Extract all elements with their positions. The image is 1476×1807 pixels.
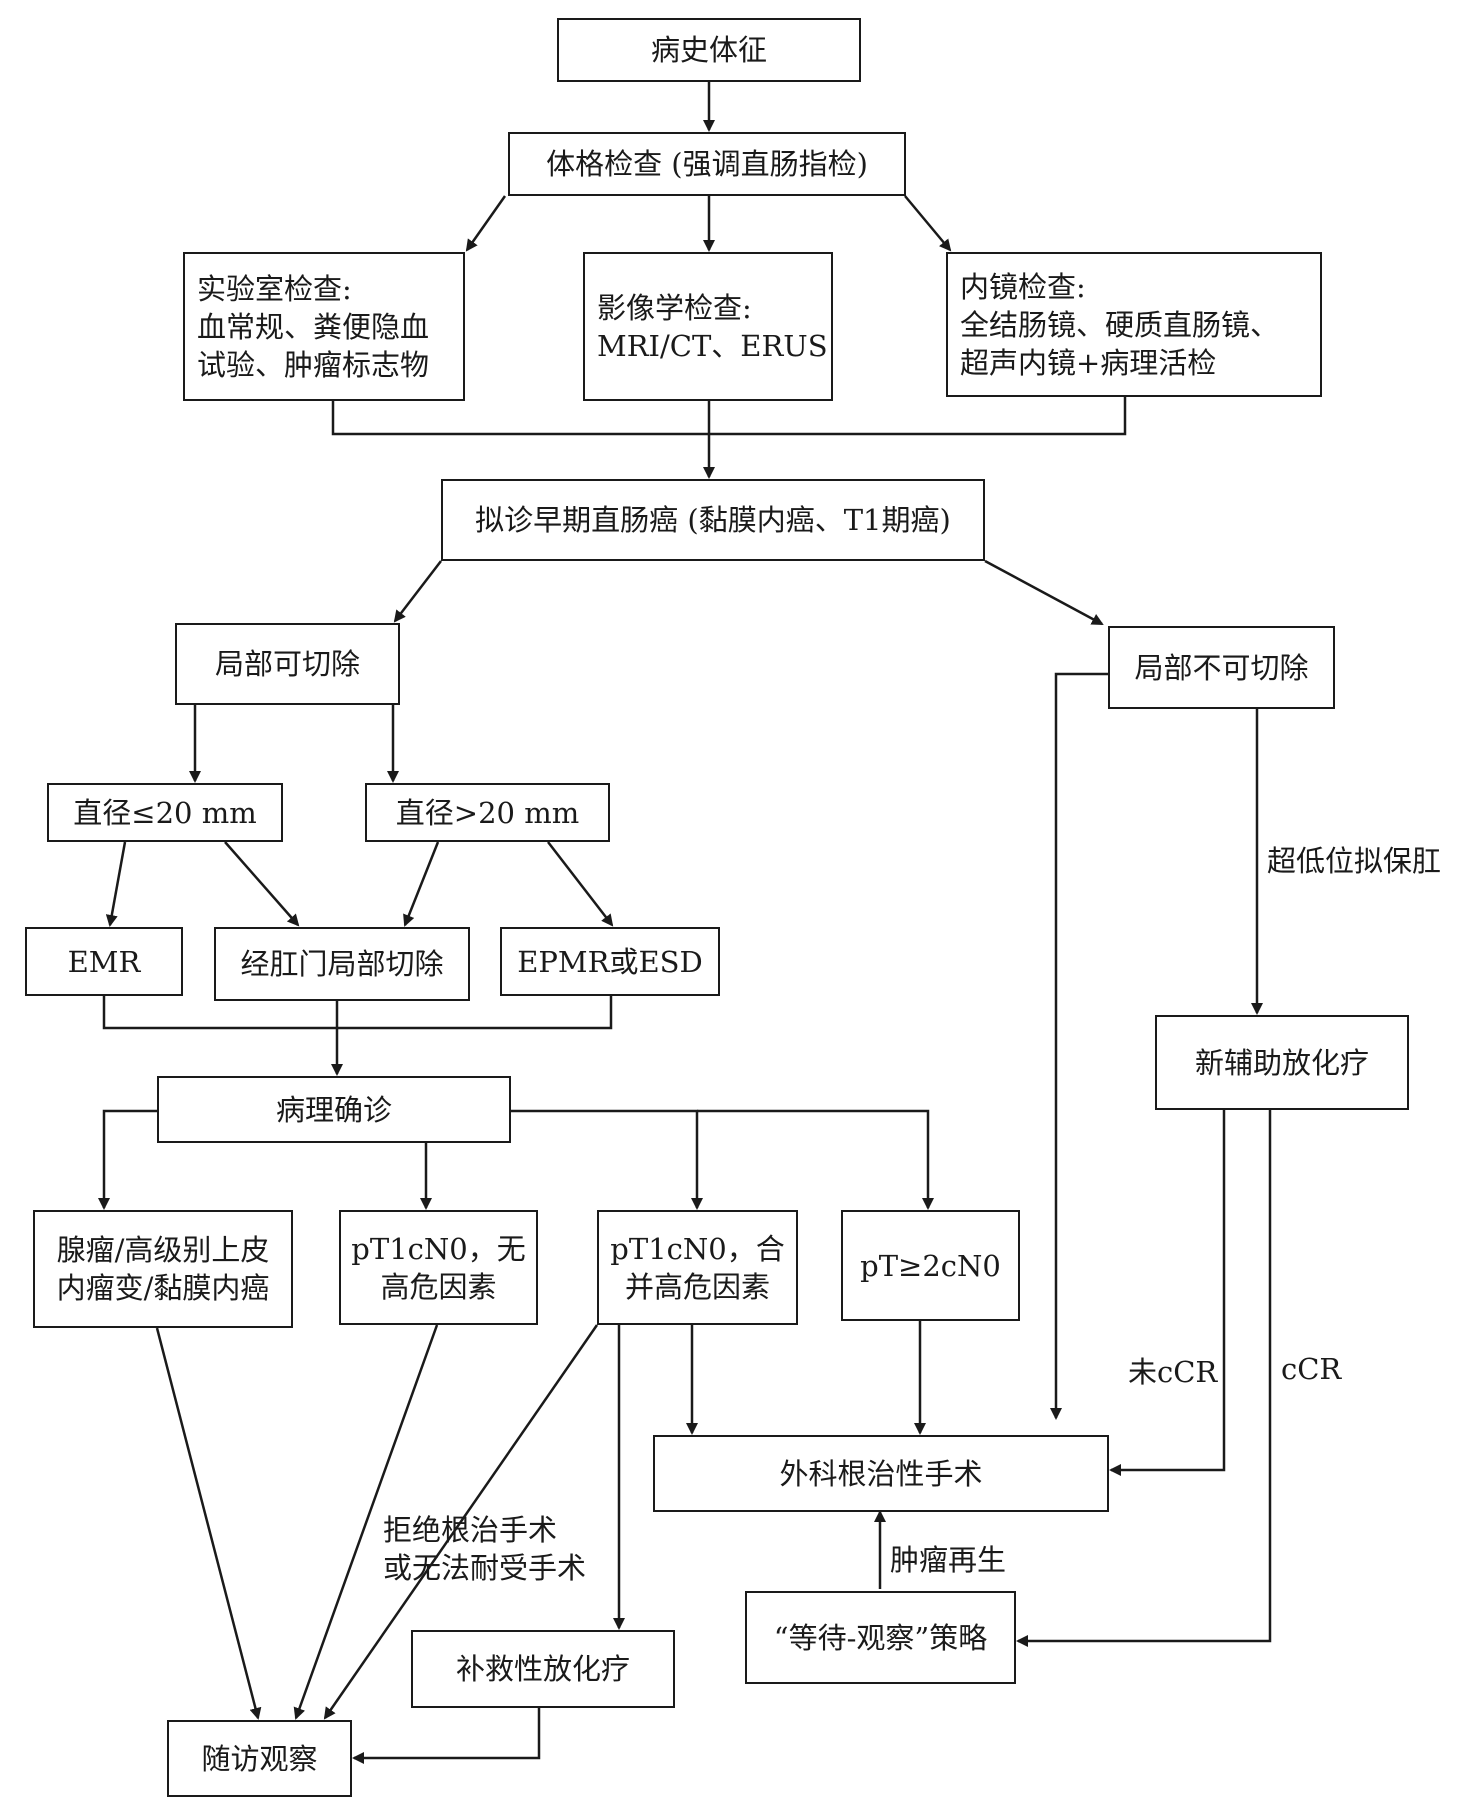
node-watch-and-wait: “等待-观察”策略 — [745, 1591, 1016, 1684]
node-imaging: 影像学检查: MRI/CT、ERUS — [583, 252, 833, 401]
node-emr: EMR — [25, 927, 183, 996]
edge-neoadjuvant-to-watchwait — [1016, 1110, 1272, 1647]
edge-large-to-epmr — [547, 841, 614, 927]
node-locally-resectable: 局部可切除 — [175, 623, 400, 705]
node-suspected-early-rectal-cancer: 拟诊早期直肠癌 (黏膜内癌、T1期癌) — [441, 479, 985, 561]
edge-small-to-emr — [105, 841, 127, 927]
edge-pathology-to-pt2 — [697, 1109, 934, 1210]
node-salvage-chemoradiotherapy: 补救性放化疗 — [411, 1630, 675, 1708]
node-pt1-with-risk: pT1cN0，合 并高危因素 — [597, 1210, 798, 1325]
node-lab-tests: 实验室检查: 血常规、粪便隐血 试验、肿瘤标志物 — [183, 252, 465, 401]
node-pt2-or-higher: pT≥2cN0 — [841, 1210, 1020, 1321]
node-epmr-or-esd: EPMR或ESD — [500, 927, 720, 996]
edge-pt1norisk-to-followup — [293, 1324, 439, 1720]
node-physical-exam: 体格检查 (强调直肠指检) — [508, 132, 906, 196]
node-neoadjuvant-chemoradiotherapy: 新辅助放化疗 — [1155, 1015, 1409, 1110]
edge-neoadjuvant-to-surgery — [1109, 1110, 1226, 1476]
edge-salvage-to-followup — [352, 1708, 541, 1764]
node-history: 病史体征 — [557, 18, 861, 82]
edge-label-ultra-low-sphincter: 超低位拟保肛 — [1267, 844, 1442, 878]
edge-label-tumor-regrowth: 肿瘤再生 — [890, 1543, 1007, 1577]
node-transanal-local-excision: 经肛门局部切除 — [214, 927, 470, 1001]
node-pt1-no-risk: pT1cN0，无 高危因素 — [339, 1210, 538, 1325]
edge-small-to-transanal — [224, 841, 300, 927]
node-locally-unresectable: 局部不可切除 — [1108, 626, 1335, 709]
edge-label-no-ccr: 未cCR — [1128, 1355, 1218, 1389]
edge-pathology-to-adenoma — [98, 1109, 157, 1210]
edge-merge-treatments — [102, 996, 613, 1030]
node-diameter-small: 直径≤20 mm — [47, 783, 283, 842]
edge-merge-exams — [331, 397, 1127, 436]
edge-label-ccr: cCR — [1281, 1352, 1342, 1386]
edge-large-to-transanal — [403, 841, 440, 927]
node-endoscopy: 内镜检查: 全结肠镜、硬质直肠镜、 超声内镜+病理活检 — [946, 252, 1322, 397]
edge-exam-to-lab — [465, 195, 507, 252]
edge-label-refuse-surgery: 拒绝根治手术 或无法耐受手术 — [383, 1513, 587, 1585]
edge-suspected-to-resectable — [393, 560, 442, 623]
edge-unresectable-to-surgery — [1050, 672, 1108, 1420]
edge-suspected-to-unresectable — [984, 559, 1104, 626]
node-pathology-confirmed: 病理确诊 — [157, 1076, 511, 1143]
edge-pathology-to-pt1-risk — [511, 1109, 703, 1210]
node-adenoma: 腺瘤/高级别上皮 内瘤变/黏膜内癌 — [33, 1210, 293, 1328]
node-follow-up: 随访观察 — [167, 1720, 352, 1797]
node-diameter-large: 直径>20 mm — [365, 783, 610, 842]
node-radical-surgery: 外科根治性手术 — [653, 1435, 1109, 1512]
edge-exam-to-endoscopy — [904, 195, 952, 252]
edge-adenoma-to-followup — [155, 1327, 262, 1720]
edge-pt1risk-to-followup — [323, 1324, 599, 1720]
